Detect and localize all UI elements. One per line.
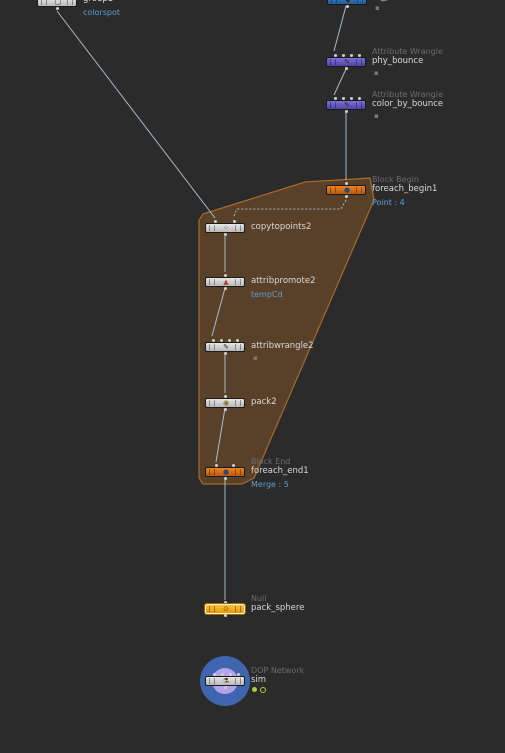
input-connector[interactable]: [233, 220, 236, 223]
input-connector[interactable]: [223, 274, 227, 277]
node-name: color_by_bounce: [372, 99, 444, 109]
output-connector[interactable]: [55, 7, 59, 10]
group-icon: ▢: [54, 0, 62, 6]
wrangle-icon: ✎: [223, 343, 229, 351]
node-name: in_pts: [373, 0, 398, 2]
wire-foreachbegin-copytopoints2: [232, 199, 347, 219]
node-info-label: tempCd: [251, 290, 283, 299]
input-connector[interactable]: [350, 54, 353, 57]
lock-icon: ▪: [374, 112, 379, 120]
node-group1-body[interactable]: ▢: [37, 0, 77, 7]
wire-inpts-phybounce: [333, 5, 347, 52]
node-type: Block Begin: [372, 175, 419, 184]
input-connector[interactable]: [358, 54, 361, 57]
null-icon: ⊙: [223, 605, 229, 613]
node-in-pts-body[interactable]: ◆: [327, 0, 367, 5]
node-pack-sphere-body[interactable]: ⊙: [205, 604, 245, 614]
input-connector[interactable]: [215, 464, 218, 467]
sim-status-indicator-empty: [260, 687, 266, 693]
node-name: foreach_end1: [251, 466, 309, 476]
output-connector[interactable]: [344, 195, 348, 198]
wire-attribpromote2-attribwrangle2: [211, 287, 226, 337]
input-connector[interactable]: [344, 182, 348, 185]
promote-icon: ▲: [223, 278, 229, 286]
node-name: foreach_begin1: [372, 184, 438, 194]
input-connector[interactable]: [214, 220, 217, 223]
node-name: pack_sphere: [251, 603, 305, 613]
input-connector[interactable]: [223, 395, 227, 398]
input-connector[interactable]: [358, 97, 361, 100]
output-connector[interactable]: [223, 408, 227, 411]
output-connector[interactable]: [223, 477, 227, 480]
output-connector[interactable]: [223, 686, 227, 689]
output-connector[interactable]: [344, 110, 348, 113]
input-connector[interactable]: [237, 673, 240, 676]
node-type: Attribute Wrangle: [372, 47, 443, 56]
node-info-label: Merge : 5: [251, 480, 289, 489]
input-connector[interactable]: [342, 97, 345, 100]
node-sim-body[interactable]: ⚗: [205, 676, 245, 686]
sphere-icon: ●: [222, 468, 230, 476]
dop-network-icon: ⚗: [222, 677, 230, 685]
node-type: Null: [251, 594, 267, 603]
output-connector[interactable]: [223, 352, 227, 355]
input-connector[interactable]: [228, 339, 231, 342]
input-connector[interactable]: [220, 339, 223, 342]
output-connector[interactable]: [344, 67, 348, 70]
node-foreach-end1-body[interactable]: ●: [205, 467, 245, 477]
node-foreach-begin1-body[interactable]: ●: [326, 185, 366, 195]
object-merge-icon: ◆: [345, 0, 351, 4]
node-info-label: Point : 4: [372, 198, 405, 207]
wire-phybounce-colorbybounce: [333, 68, 347, 96]
input-connector[interactable]: [213, 673, 216, 676]
input-connector[interactable]: [334, 54, 337, 57]
input-connector[interactable]: [229, 673, 232, 676]
input-connector[interactable]: [334, 97, 337, 100]
node-phy-bounce-body[interactable]: ✎: [326, 57, 366, 67]
wrangle-icon: ✎: [344, 58, 350, 66]
node-copytopoints2-body[interactable]: ⁘: [205, 223, 245, 233]
input-connector[interactable]: [342, 54, 345, 57]
node-name: pack2: [251, 397, 277, 407]
lock-icon: ▪: [375, 4, 380, 12]
node-color-by-bounce-body[interactable]: ✎: [326, 100, 366, 110]
output-connector[interactable]: [223, 287, 227, 290]
node-name: sim: [251, 675, 267, 685]
node-type: DOP Network: [251, 666, 305, 675]
node-type: Block End: [251, 457, 291, 466]
sphere-icon: ●: [343, 186, 351, 194]
node-name: phy_bounce: [372, 56, 424, 66]
pack-icon: ◉: [222, 399, 230, 407]
input-connector[interactable]: [223, 601, 227, 604]
input-connector[interactable]: [350, 97, 353, 100]
node-name: attribpromote2: [251, 276, 316, 286]
node-name: copytopoints2: [251, 222, 312, 232]
node-group-label: colorspot: [83, 8, 120, 17]
wire-pack2-foreachend: [215, 407, 226, 463]
node-attribpromote2-body[interactable]: ▲: [205, 277, 245, 287]
copy-icon: ⁘: [223, 224, 229, 232]
input-connector[interactable]: [232, 464, 235, 467]
input-connector[interactable]: [212, 339, 215, 342]
wrangle-icon: ✎: [344, 101, 350, 109]
wire-group1-copytopoints2: [56, 10, 216, 219]
node-attribwrangle2-body[interactable]: ✎: [205, 342, 245, 352]
lock-icon: ▪: [374, 69, 379, 77]
input-connector[interactable]: [221, 673, 224, 676]
node-type: Attribute Wrangle: [372, 90, 443, 99]
output-connector[interactable]: [345, 5, 349, 8]
node-name: group1: [83, 0, 113, 4]
sim-status-indicator-filled: [252, 687, 257, 692]
output-connector[interactable]: [223, 614, 227, 617]
output-connector[interactable]: [223, 233, 227, 236]
lock-icon: ▪: [253, 354, 258, 362]
input-connector[interactable]: [236, 339, 239, 342]
node-pack2-body[interactable]: ◉: [205, 398, 245, 408]
node-name: attribwrangle2: [251, 341, 314, 351]
